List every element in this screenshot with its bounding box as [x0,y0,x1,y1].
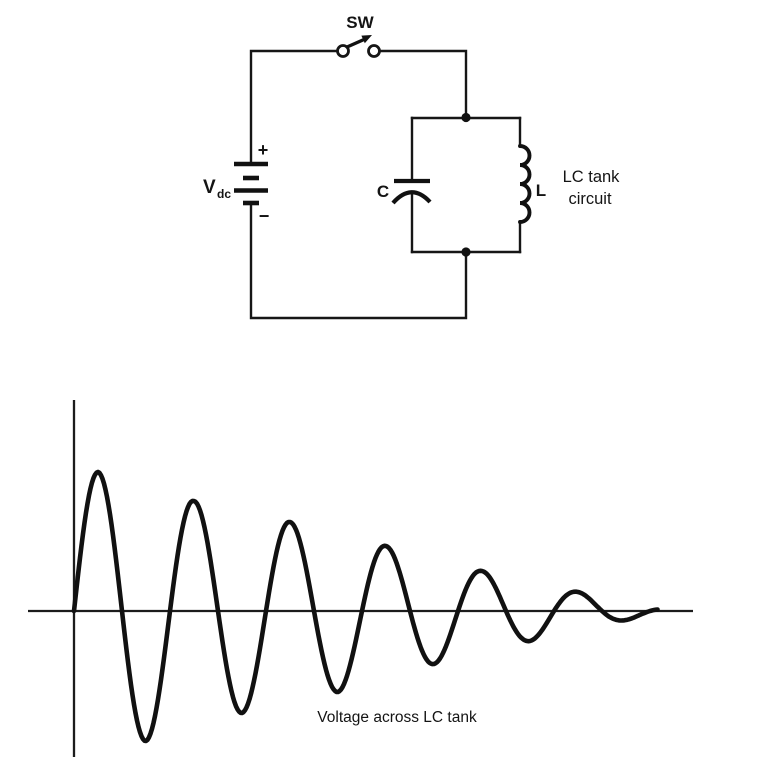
capacitor-curved-plate [391,190,432,205]
inductor-label: L [536,181,546,200]
battery-minus-sign: − [259,206,270,226]
tank-caption-line1: LC tank [563,168,621,186]
junction-node-top [461,112,471,123]
switch-contact-right [367,44,381,58]
battery-symbol [234,161,268,206]
inductor-symbol [518,144,532,224]
waveform-caption: Voltage across LC tank [317,709,477,726]
waveform-plot: Voltage across LC tank [28,400,693,757]
switch-label: SW [346,13,374,32]
switch-contact-left [336,44,350,58]
wire-top-left [249,49,340,165]
switch-arm [346,37,365,49]
source-label: V [203,177,216,198]
battery-plus-sign: + [258,140,269,160]
source-label-subscript: dc [217,187,231,201]
wire-bottom [249,202,468,320]
capacitor-label: C [377,182,389,201]
circuit-diagram: SW V dc + − C L LC tank circuit [203,13,621,320]
tank-caption-line2: circuit [568,190,612,208]
wire-top-right [378,49,468,115]
junction-node-bottom [461,247,471,257]
waveform-path [71,469,660,744]
capacitor-symbol [391,178,432,205]
switch-arrowhead-icon [361,35,372,44]
